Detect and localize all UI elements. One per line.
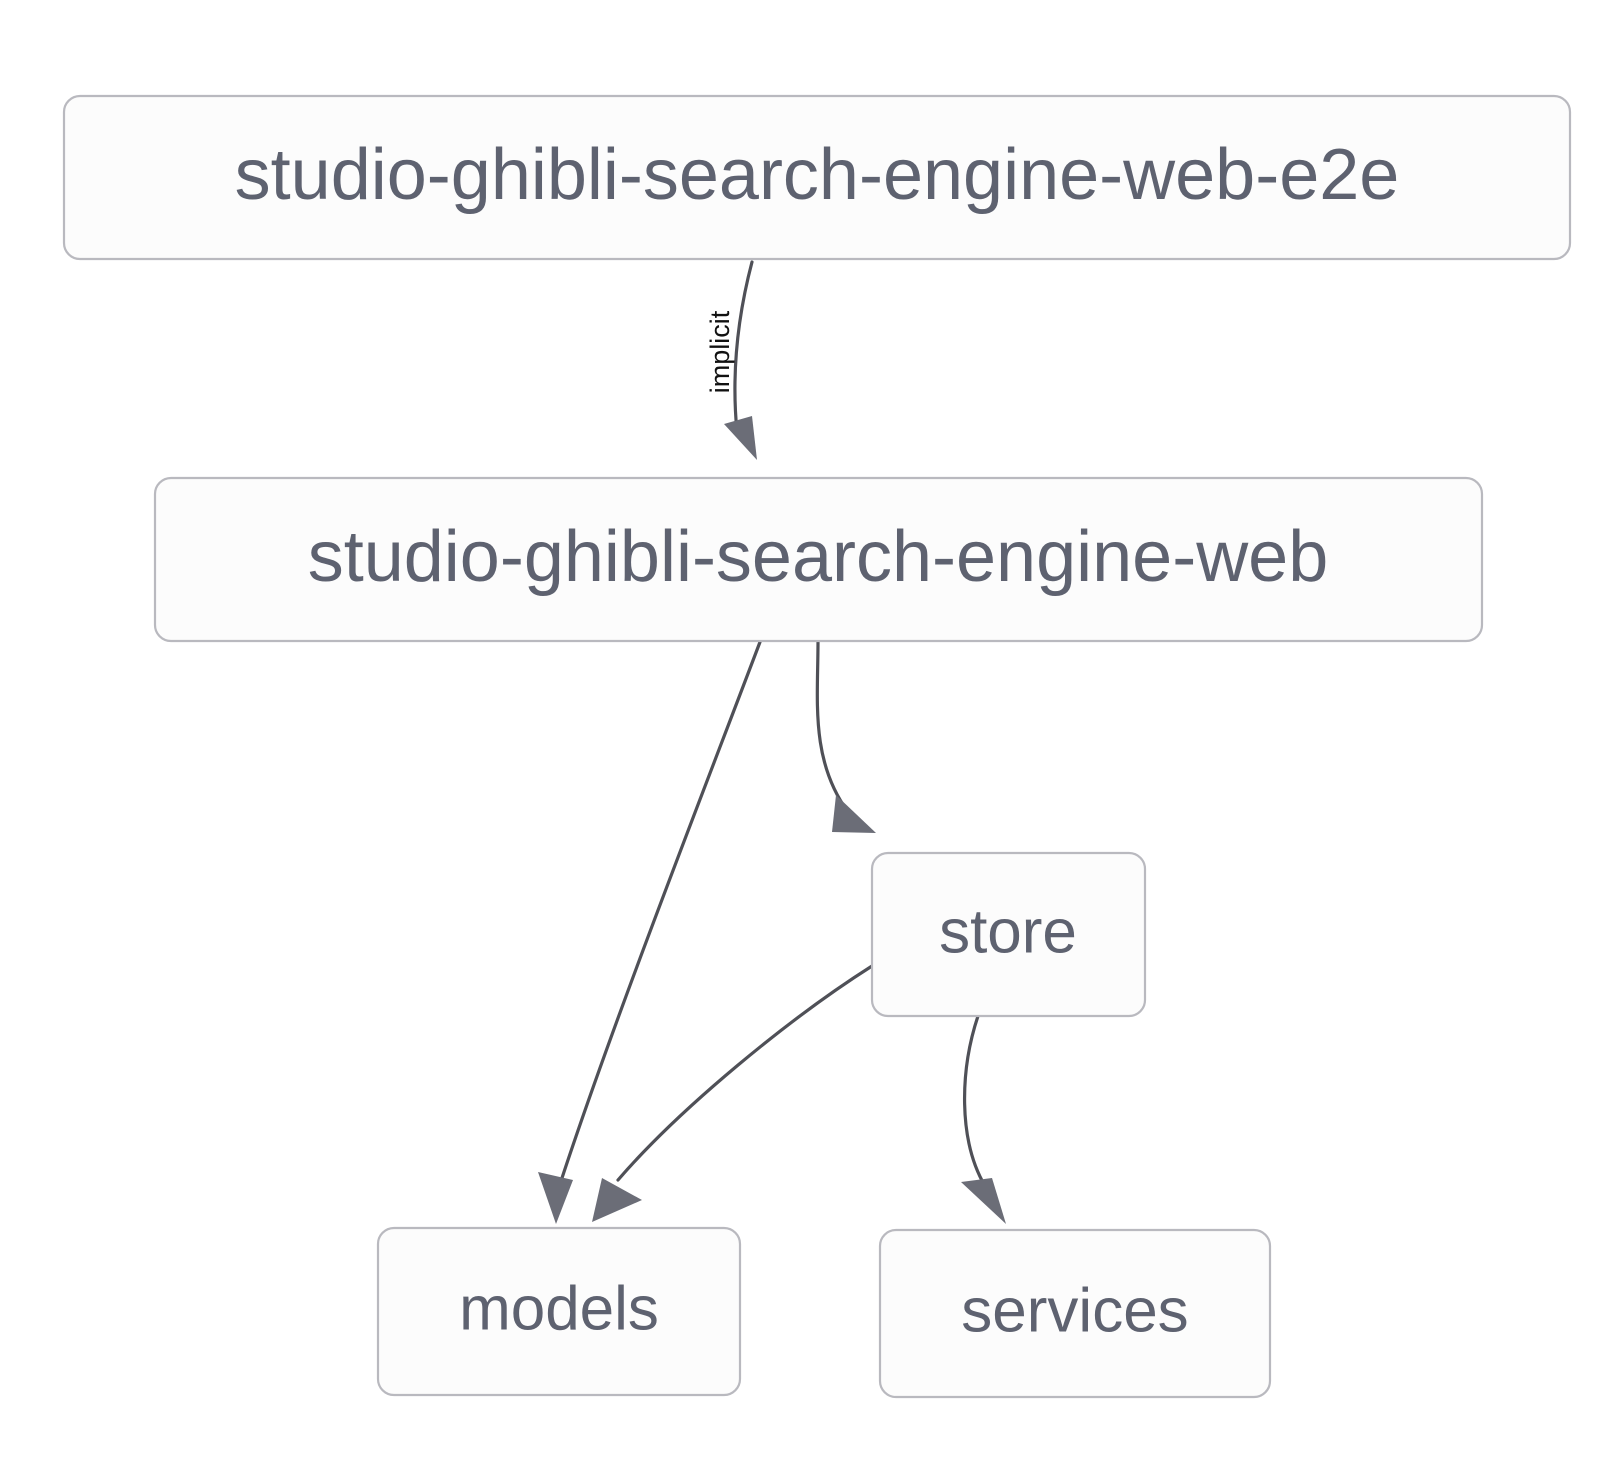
edge-web-to-store[interactable] xyxy=(815,640,876,833)
edge-web-to-models[interactable] xyxy=(538,640,762,1224)
edges-layer xyxy=(538,260,1006,1224)
node-box xyxy=(878,1228,1272,1399)
node-label: models xyxy=(459,1274,659,1343)
node-label: studio-ghibli-search-engine-web-e2e xyxy=(235,135,1400,215)
edge-path xyxy=(815,640,850,814)
arrowhead-icon xyxy=(724,416,757,460)
node-label: services xyxy=(961,1276,1188,1345)
node-web[interactable]: studio-ghibli-search-engine-web xyxy=(153,476,1484,643)
node-box xyxy=(62,94,1572,261)
arrowhead-icon xyxy=(538,1172,573,1224)
edge-path xyxy=(616,964,874,1182)
node-store[interactable]: store xyxy=(870,851,1147,1018)
node-box xyxy=(153,476,1484,643)
arrowhead-icon xyxy=(961,1178,1006,1224)
arrowhead-icon xyxy=(592,1178,642,1222)
node-services[interactable]: services xyxy=(878,1228,1272,1399)
node-label: store xyxy=(939,897,1077,966)
edge-store-to-services[interactable] xyxy=(961,1014,1006,1224)
node-web-e2e[interactable]: studio-ghibli-search-engine-web-e2e xyxy=(62,94,1572,261)
nodes-layer: studio-ghibli-search-engine-web-e2e stud… xyxy=(62,94,1572,1399)
node-models[interactable]: models xyxy=(376,1226,742,1397)
edge-label-implicit: implicit xyxy=(705,310,735,393)
arrowhead-icon xyxy=(832,795,876,833)
edge-store-to-models[interactable] xyxy=(592,964,874,1222)
node-box xyxy=(376,1226,742,1397)
edge-path xyxy=(560,640,762,1180)
node-label: studio-ghibli-search-engine-web xyxy=(308,517,1329,597)
node-box xyxy=(870,851,1147,1018)
edge-web-e2e-to-web[interactable] xyxy=(724,260,757,460)
edge-path xyxy=(963,1014,987,1188)
edge-path xyxy=(733,260,754,434)
edge-labels-layer: implicit xyxy=(705,310,735,393)
